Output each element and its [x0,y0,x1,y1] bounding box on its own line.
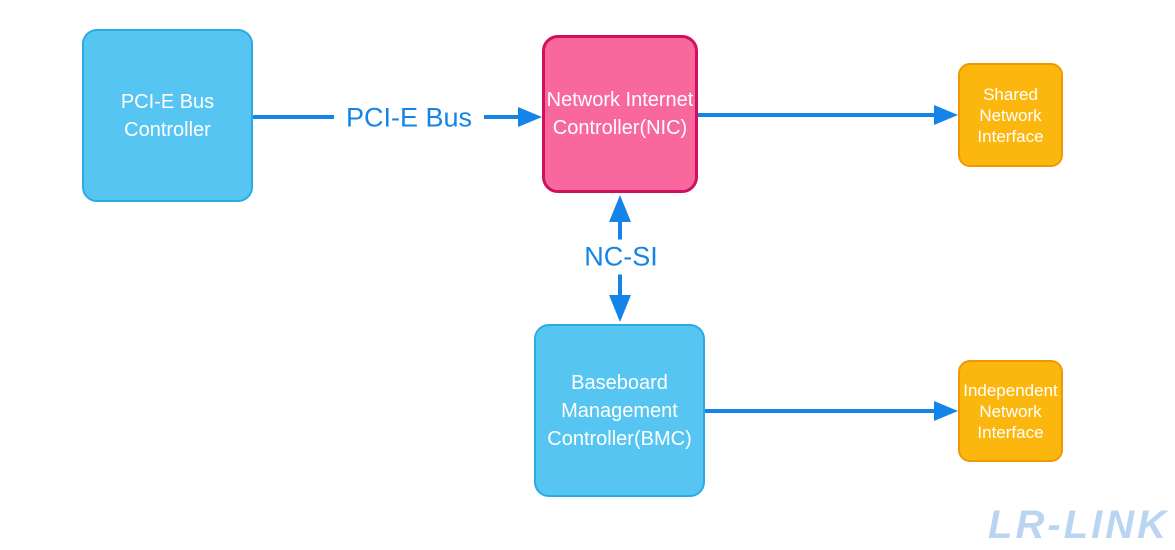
lr-link-logo: LR-LINK [988,503,1169,547]
node-network-internet-controller: Network Internet Controller(NIC) [542,35,698,193]
node-shared-network-interface: Shared Network Interface [958,63,1063,167]
arrowhead-right-icon [934,105,958,125]
node-pcie-bus-controller: PCI-E Bus Controller [82,29,253,202]
edge-line-bmc-to-independent [705,409,938,413]
node-baseboard-management-controller: Baseboard Management Controller(BMC) [534,324,705,497]
node-label: Independent Network Interface [963,380,1058,442]
arrowhead-right-icon [934,401,958,421]
edge-label-pcie-bus: PCI-E Bus [333,100,485,136]
arrowhead-up-icon [609,195,631,222]
node-label: Baseboard Management Controller(BMC) [547,371,692,450]
arrowhead-right-icon [518,107,542,127]
node-independent-network-interface: Independent Network Interface [958,360,1063,462]
node-label: PCI-E Bus Controller [120,90,215,141]
node-label: Network Internet Controller(NIC) [546,89,694,139]
edge-label-nc-si: NC-SI [572,239,670,275]
edge-line-nic-to-shared [698,113,938,117]
node-label: Shared Network Interface [977,84,1044,146]
arrowhead-down-icon [609,295,631,322]
